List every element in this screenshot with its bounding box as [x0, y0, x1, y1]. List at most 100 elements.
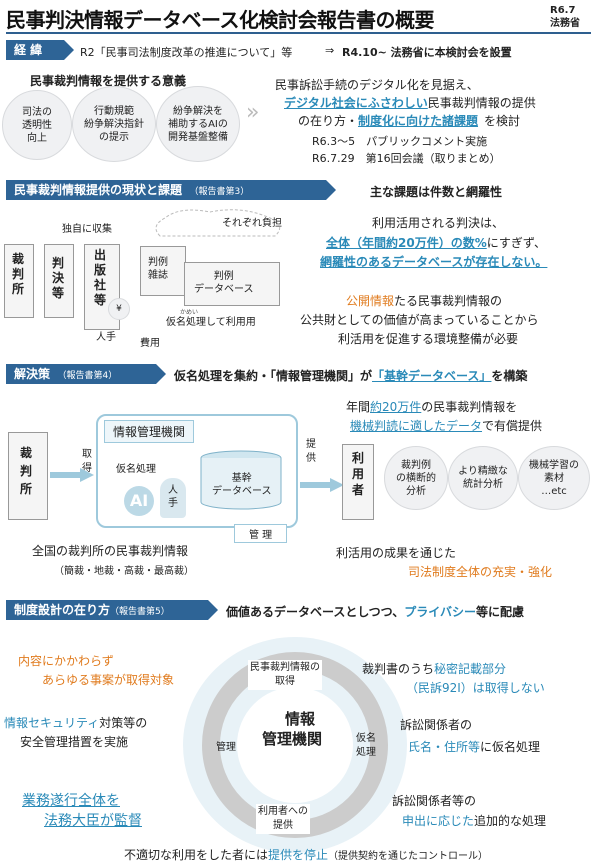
lead1: 仮名処理を集約・「情報管理機関」が	[174, 369, 373, 383]
r2b: で有償提供	[482, 419, 543, 433]
date-meeting: R6.7.29 第16回会議（取りまとめ）	[312, 152, 501, 165]
lead1: 価値あるデータベースとしつつ、	[226, 605, 405, 619]
public-info: 公開情報	[346, 294, 395, 308]
r1a: 裁判書のうち	[362, 662, 435, 676]
privacy: プライバシー	[404, 605, 476, 619]
p4b: たる民事裁判情報の	[394, 294, 503, 308]
center-line2: 管理機関	[262, 730, 323, 748]
label-collect: 独自に収集	[62, 224, 112, 235]
p2b: にすぎず、	[486, 236, 547, 250]
history-right3: の在り方・制度化に向けた諸課題を検討	[298, 112, 520, 129]
issue-p5: 公共財としての価値が高まっていることから	[300, 313, 539, 327]
section-heading-design: 制度設計の在り方（報告書第5）	[6, 600, 208, 620]
right3a: の在り方・	[298, 114, 359, 128]
arrow-acquire-icon	[50, 468, 94, 482]
annual-count: 約20万件	[370, 400, 422, 414]
stop-provision: 提供を停止	[268, 848, 329, 862]
date: R6.7	[550, 5, 576, 16]
result1: 利活用の成果を通じた	[336, 546, 457, 560]
ring-left: 管理	[216, 742, 236, 753]
section-arrow	[326, 180, 336, 200]
publisher-label: 出 版 社 等	[94, 248, 107, 307]
info-security: 情報セキュリティ	[4, 716, 100, 730]
section-heading-history: 経 緯	[6, 40, 64, 60]
people-label: 人手	[96, 332, 116, 343]
right2b: 民事裁判情報の提供	[427, 96, 536, 110]
ring-right: 仮名 処理	[356, 733, 376, 758]
court-label: 裁 判 所	[12, 252, 25, 296]
date-org: R6.7 法務省	[550, 4, 580, 30]
solution-r1: 年間約20万件の民事裁判情報を	[346, 398, 517, 415]
core-db: 「基幹データベース」	[372, 369, 492, 383]
right6: 申出に応じた追加的な処理	[402, 812, 546, 829]
db-label: 判例 データベース	[194, 271, 254, 295]
coin-icon: ¥	[108, 298, 130, 320]
org: 法務省	[550, 18, 580, 29]
section-arrow	[156, 364, 166, 384]
hanrei-label: 判例 雑誌	[148, 257, 168, 281]
institutional-issues: 制度化に向けた諸課題	[358, 114, 479, 128]
history-right1: 民事訴訟手続のデジタル化を見据え、	[275, 78, 479, 92]
history-arrow: ⇒	[325, 44, 335, 57]
db-box	[184, 262, 280, 306]
circle-norms: 行動規範 紛争解決指針 の提示	[72, 86, 156, 162]
court-box-2	[8, 432, 48, 520]
circle-ml: 機械学習の 素材 …etc	[518, 446, 590, 510]
user-box	[342, 444, 374, 520]
judgment-box	[44, 244, 74, 318]
result2: 司法制度全体の充実・強化	[408, 565, 553, 579]
issue-p4: 公開情報たる民事裁判情報の	[346, 292, 502, 309]
r4b: に仮名処理	[480, 740, 541, 754]
history-right2: デジタル社会にふさわしい民事裁判情報の提供	[284, 94, 536, 111]
sec4-title: 制度設計の在り方	[14, 603, 111, 617]
history-lead2: R4.10~ 法務省に本検討会を設置	[342, 46, 512, 59]
user-label: 利 用 者	[352, 451, 365, 497]
circle-ai: 紛争解決を 補助するAIの 開発基盤整備	[156, 86, 240, 162]
right3: 訴訟関係者の	[400, 718, 473, 732]
core-db-label: 基幹 データベース	[212, 473, 272, 497]
l3b: 対策等の	[99, 716, 148, 730]
kamei-process: 仮名処理	[116, 464, 156, 475]
ruby: かめい	[180, 309, 199, 316]
manage-badge: 管 理	[234, 524, 288, 543]
hanrei-box	[140, 246, 186, 296]
right2: （民訴92Ⅰ）は取得しない	[406, 681, 545, 695]
right5: 訴訟関係者等の	[392, 794, 477, 808]
database-icon	[200, 450, 282, 510]
page-title: 民事判決情報データベース化検討会報告書の概要	[6, 8, 435, 32]
sec2-ref: （報告書第3）	[194, 187, 250, 197]
issue-title: 主な課題は件数と網羅性	[370, 185, 503, 199]
r6b: 追加的な処理	[474, 814, 547, 828]
left4: 安全管理措置を実施	[20, 735, 129, 749]
org-title: 情報管理機関	[104, 420, 195, 443]
name-address: 氏名・住所等	[408, 740, 481, 754]
section-heading-current: 民事裁判情報提供の現状と課題 （報告書第3）	[6, 180, 326, 200]
right1: 裁判書のうち秘密記載部分	[362, 660, 506, 677]
b1: 不適切な利用をした者には	[124, 848, 269, 862]
b3: （提供契約を通じたコントロール）	[328, 851, 489, 862]
title-rule	[6, 32, 591, 34]
left1: 内容にかかわらず	[18, 654, 114, 668]
design-lead: 価値あるデータベースとしつつ、プライバシー等に配慮	[226, 603, 524, 620]
acquire-label: 取 得	[82, 449, 92, 474]
ruby-kamei: かめい	[180, 306, 198, 317]
provide-label: 提 供	[306, 439, 316, 464]
court-box	[4, 244, 34, 318]
right4: 氏名・住所等に仮名処理	[408, 738, 540, 755]
lead3: を構築	[491, 369, 528, 383]
history-lead: R2「民事司法制度改革の推進について」等	[80, 46, 293, 59]
bottom2: （簡裁・地裁・高裁・最高裁）	[54, 566, 194, 577]
solution-lead: 仮名処理を集約・「情報管理機関」が「基幹データベース」を構築	[174, 367, 527, 384]
sec2-title: 民事裁判情報提供の現状と課題	[14, 183, 183, 197]
no-comprehensive-db: 網羅性のあるデータベースが存在しない。	[320, 255, 548, 269]
left6: 法務大臣が監督	[44, 813, 142, 829]
r1c: の民事裁判情報を	[421, 400, 518, 414]
circle-analysis: 裁判例 の横断的 分析	[384, 446, 448, 510]
r1a: 年間	[346, 400, 371, 414]
double-arrow-icon: »	[246, 100, 260, 125]
bottom-note: 不適切な利用をした者には提供を停止（提供契約を通じたコントロール）	[124, 846, 488, 863]
judgment-label: 判 決 等	[52, 256, 65, 300]
left2: あらゆる事案が取得対象	[42, 673, 175, 687]
left3: 情報セキュリティ対策等の	[4, 714, 147, 731]
secret-part: 秘密記載部分	[434, 662, 507, 676]
